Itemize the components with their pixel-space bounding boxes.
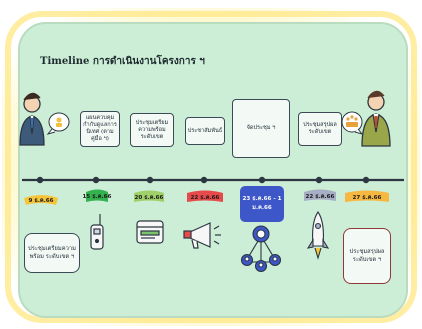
timeline-dot <box>315 176 323 184</box>
page-title: Timeline การดำเนินงานโครงการ ฯ <box>40 56 205 67</box>
pill-bg-4 <box>187 190 223 202</box>
bottom-right-label: ประชุมสรุปผลระดับเขต ฯ <box>349 249 385 263</box>
browser-window-icon <box>136 220 164 244</box>
top-box-1-label: แผนควบคุมกำกับดูแลการนิเทศ (ตามคู่มือ ฯ) <box>83 115 117 142</box>
bottom-left-box: ประชุมเตรียมความพร้อม ระดับเขต ฯ <box>24 233 80 273</box>
top-box-5-label: ประชุมสรุปผลระดับเขต <box>303 122 337 135</box>
timeline-dot <box>258 176 266 184</box>
pill-bg-5 <box>240 186 284 222</box>
top-box-3: ประชาสัมพันธ์ <box>185 117 225 145</box>
presenter-right-icon <box>361 90 391 147</box>
timeline-dot <box>200 176 208 184</box>
timeline-dot <box>362 176 370 184</box>
date-pill-6: 22 ธ.ค.66 <box>305 193 335 200</box>
date-pill-2: 15 ธ.ค.66 <box>82 193 112 200</box>
pill-bg-1 <box>24 195 58 205</box>
top-box-2-label: ประชุมเตรียมความพร้อมระดับเขต <box>135 119 169 140</box>
speech-bubble-left-icon <box>46 112 70 135</box>
top-box-1: แผนควบคุมกำกับดูแลการนิเทศ (ตามคู่มือ ฯ) <box>80 111 120 147</box>
date-pill-4: 22 ธ.ค.66 <box>190 194 220 201</box>
top-box-4: จัดประชุม ฯ <box>232 99 290 158</box>
date-pill-1: 9 ธ.ค.66 <box>28 197 54 204</box>
rocket-icon <box>306 211 330 260</box>
pill-bg-6 <box>304 189 336 201</box>
top-box-5: ประชุมสรุปผลระดับเขต <box>298 112 342 146</box>
bottom-right-box: ประชุมสรุปผลระดับเขต ฯ <box>343 228 391 284</box>
presenter-left-icon <box>19 92 45 146</box>
bottom-left-label: ประชุมเตรียมความพร้อม ระดับเขต ฯ <box>28 246 76 260</box>
network-meeting-icon <box>240 225 282 273</box>
megaphone-icon <box>183 222 221 249</box>
pill-bg-7 <box>345 190 389 202</box>
date-pill-7: 27 ธ.ค.66 <box>352 194 382 201</box>
timeline-dot <box>36 176 44 184</box>
pill-bg-2 <box>86 189 108 202</box>
top-box-3-label: ประชาสัมพันธ์ <box>187 127 223 134</box>
date-pill-5: 23 ธ.ค.66 - 1 ม.ค.66 <box>240 187 284 221</box>
walkie-talkie-icon <box>90 214 104 250</box>
date-pill-5-label: 23 ธ.ค.66 - 1 ม.ค.66 <box>242 196 282 211</box>
timeline-dot <box>92 176 100 184</box>
timeline-dot <box>146 176 154 184</box>
top-box-4-label: จัดประชุม ฯ <box>246 125 276 131</box>
date-pill-3: 20 ธ.ค.66 <box>134 194 164 201</box>
top-box-2: ประชุมเตรียมความพร้อมระดับเขต <box>130 113 174 147</box>
speech-bubble-right-icon <box>341 111 364 135</box>
pill-bg-3 <box>134 190 164 202</box>
